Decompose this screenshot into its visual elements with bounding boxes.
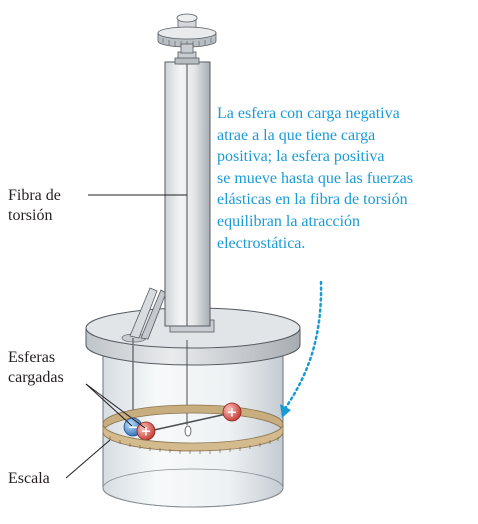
scale-band-front [102,423,284,454]
fiber-label: Fibra de torsión [8,187,61,224]
glass-jar [102,344,284,508]
positive-sphere-left: + [136,421,156,441]
scale-label: Escala [8,470,50,487]
leader-lines [65,194,187,479]
positive-sphere-right: + [222,402,242,422]
torsion-tube [164,51,215,333]
negative-charge-sign: − [128,421,139,436]
torsion-head [157,13,217,54]
positive-charge-sign: + [227,406,238,421]
callout-arrow [280,280,323,418]
positive-charge-sign: + [141,425,152,440]
explanation-callout: La esfera con carga negativa atrae a la … [217,105,413,252]
spheres-label: Esferas cargadas [8,349,64,386]
